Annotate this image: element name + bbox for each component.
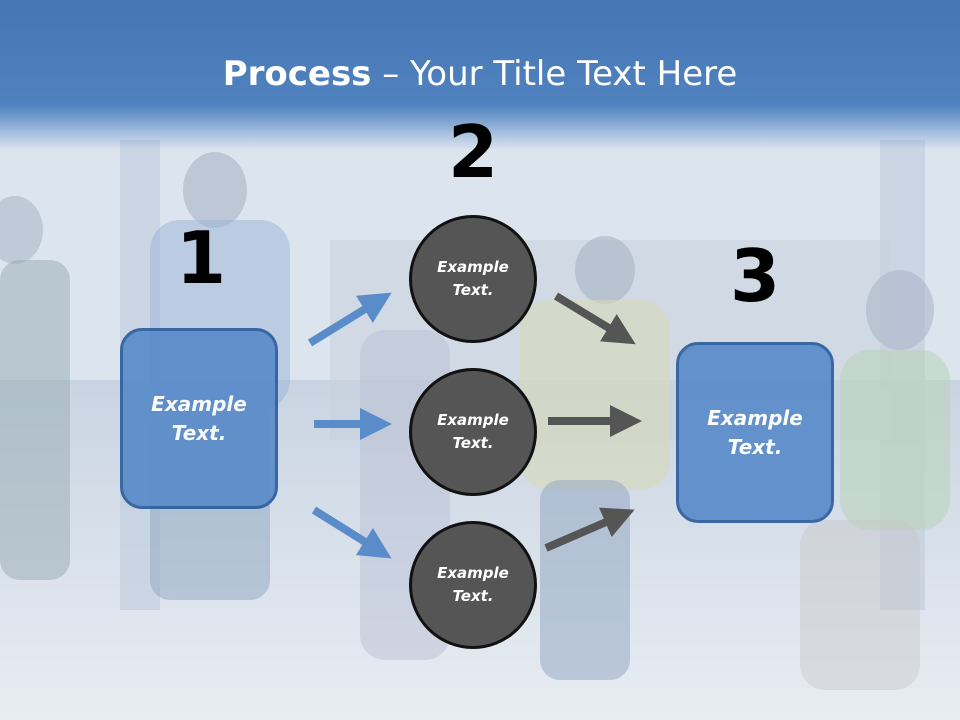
step-number-2: 2 — [448, 110, 499, 194]
left-text-box: Example Text. — [120, 328, 278, 509]
title-bold: Process — [222, 54, 372, 94]
arrow-blue-down — [311, 506, 392, 559]
left-box-line2: Text. — [171, 420, 227, 445]
circle-bottom: Example Text. — [409, 521, 537, 649]
slide-title: Process – Your Title Text Here — [0, 52, 960, 96]
circle-top-line2: Text. — [452, 281, 494, 299]
arrow-gray-up — [544, 507, 635, 552]
title-band — [0, 0, 960, 150]
right-box-line1: Example — [707, 405, 803, 430]
circle-top: Example Text. — [409, 215, 537, 343]
circle-middle-line2: Text. — [452, 434, 494, 452]
arrow-gray-down — [553, 292, 636, 345]
circle-middle-line1: Example — [437, 411, 509, 429]
right-box-line2: Text. — [727, 434, 783, 459]
circle-top-line1: Example — [437, 258, 509, 276]
circle-bottom-line2: Text. — [452, 587, 494, 605]
circle-bottom-line1: Example — [437, 564, 509, 582]
right-text-box: Example Text. — [676, 342, 834, 523]
left-box-line1: Example — [151, 391, 247, 416]
arrow-blue-up — [307, 292, 392, 347]
step-number-1: 1 — [176, 216, 227, 300]
circle-middle: Example Text. — [409, 368, 537, 496]
step-number-3: 3 — [730, 234, 781, 318]
title-rest: – Your Title Text Here — [371, 54, 738, 94]
